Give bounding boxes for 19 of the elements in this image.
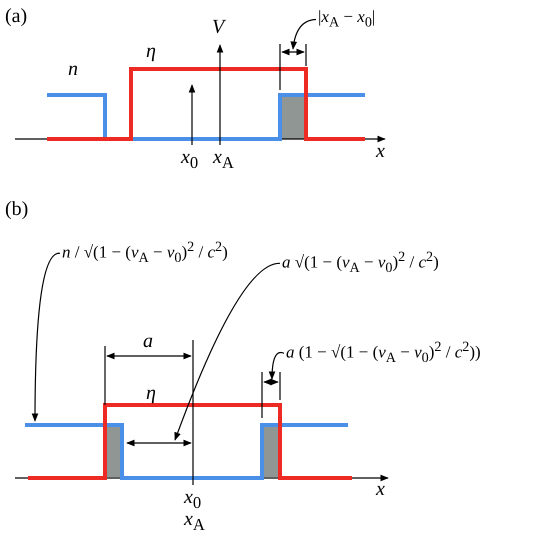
formula-label: a (1 − √(1 − (v$_{A}$ − v$_{0}$)$^{2}$ / c$^{2}$)) xyxy=(286,340,481,367)
math-label: η xyxy=(146,382,156,404)
math-label: x$_{A}$ xyxy=(213,146,234,172)
panel-label: (b) xyxy=(5,198,28,220)
formula-label: |x$_{A}$ − x$_{0}$| xyxy=(318,8,376,31)
math-label: x xyxy=(376,478,385,500)
math-label: η xyxy=(146,40,156,62)
leader-line xyxy=(174,262,280,441)
formula-label: a √(1 − (v$_{A}$ − v$_{0}$)$^{2}$ / c$^{2}$) xyxy=(282,250,439,277)
math-label: x$_{0}$ xyxy=(181,146,198,172)
leader-line xyxy=(268,352,284,380)
math-label: x xyxy=(376,140,385,162)
math-label: V xyxy=(212,16,224,38)
formula-label: n / √(1 − (v$_{A}$ − v$_{0}$)$^{2}$ / c$^{2}$) xyxy=(62,240,228,267)
leader-line xyxy=(32,252,60,422)
panel-label: (a) xyxy=(5,5,28,27)
math-label: n xyxy=(68,58,78,80)
leader-line xyxy=(290,18,316,50)
math-label: a xyxy=(143,330,153,352)
